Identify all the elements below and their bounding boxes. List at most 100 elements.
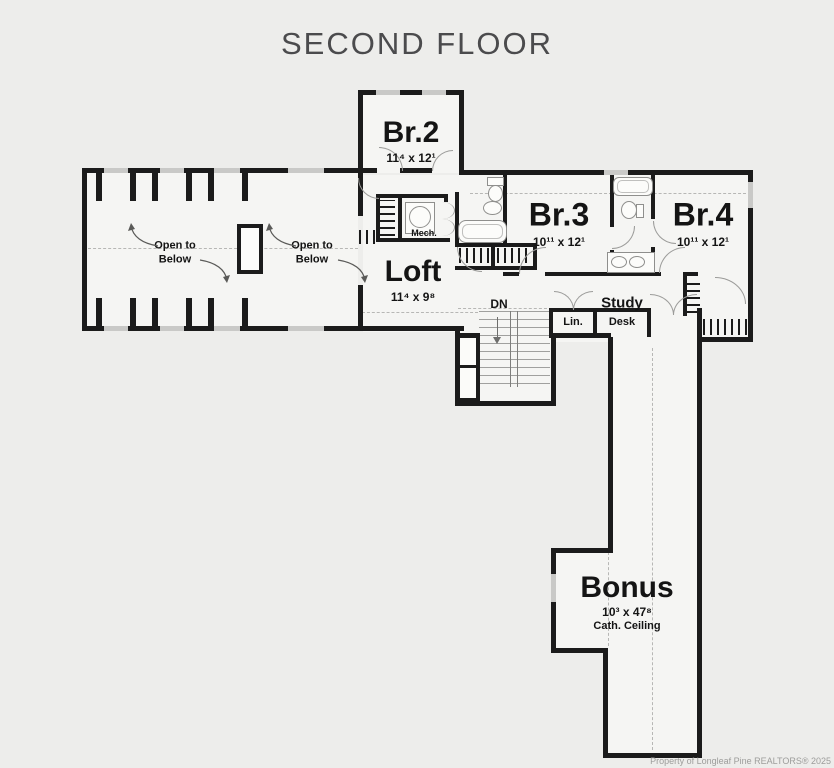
wall-segment: [545, 272, 613, 276]
window-marker: [551, 574, 556, 602]
wall-segment: [363, 168, 377, 173]
window-marker: [422, 90, 446, 95]
room-label-linen: Lin.: [563, 316, 583, 328]
sink: [611, 256, 627, 268]
toilet-bowl: [621, 201, 637, 219]
room-label-desk: Desk: [608, 316, 636, 328]
open-to-below-label-left: Open to Below: [154, 239, 196, 265]
wall-segment: [702, 337, 753, 342]
wall-segment: [455, 266, 537, 270]
wall-segment: [455, 192, 459, 246]
room-label-br4: Br.4: [672, 196, 734, 233]
dashed-line: [470, 193, 746, 194]
wall-segment: [610, 175, 614, 227]
door-arc: [442, 219, 455, 236]
room-dims-loft: 11⁴ x 9⁸: [390, 290, 436, 304]
wall-segment: [610, 272, 655, 276]
bathtub-inner: [617, 180, 649, 193]
dashed-line: [362, 312, 478, 313]
understair-closet-cell: [460, 338, 476, 365]
closet-rod: [359, 230, 375, 244]
sink: [483, 201, 502, 215]
wall-stub: [208, 173, 214, 201]
wall-segment: [549, 308, 553, 337]
wall-stub: [152, 298, 158, 326]
room-dims-br4: 10¹¹ x 12¹: [676, 235, 730, 249]
floor-area-bonus-wide: [556, 551, 697, 651]
wall-segment: [549, 333, 611, 338]
wall-segment: [748, 175, 753, 342]
wall-stub: [186, 173, 192, 201]
wall-segment: [82, 168, 87, 331]
room-label-bonus: Bonus: [580, 571, 674, 604]
room-dims-bonus: 10³ x 47⁸: [602, 605, 652, 619]
wall-stub: [130, 173, 136, 201]
wall-segment: [358, 90, 363, 170]
closet-rod: [703, 319, 747, 335]
bathtub-inner: [462, 224, 503, 239]
wall-segment: [358, 326, 464, 331]
wall-stub: [186, 298, 192, 326]
page-title: SECOND FLOOR: [280, 26, 554, 61]
wall-segment: [455, 243, 537, 247]
wall-segment: [551, 308, 597, 312]
curved-arrow-icon: [128, 223, 159, 247]
curved-arrow-icon: [337, 259, 368, 283]
wall-segment: [603, 648, 608, 758]
wall-segment: [608, 337, 613, 552]
window-marker: [160, 326, 184, 331]
room-label-loft: Loft: [384, 255, 442, 288]
curved-arrow-icon: [266, 223, 297, 247]
room-note-bonus: Cath. Ceiling: [593, 620, 661, 632]
stair-treads: [479, 311, 550, 385]
window-marker: [288, 326, 324, 331]
wall-segment: [358, 285, 363, 331]
room-label-br2: Br.2: [382, 116, 440, 149]
toilet-tank: [636, 204, 644, 218]
floor-area-bonus-corridor: [613, 342, 697, 552]
room-label-br3: Br.3: [528, 196, 590, 233]
stair-stringer: [510, 311, 518, 387]
window-marker: [376, 90, 400, 95]
curved-arrow-icon: [199, 259, 230, 283]
wall-segment: [400, 168, 432, 173]
wall-stub: [242, 298, 248, 326]
wall-segment: [503, 272, 519, 276]
wall-segment: [376, 194, 448, 198]
wall-segment: [697, 308, 702, 758]
window-marker: [604, 170, 628, 175]
wall-segment: [651, 175, 655, 219]
wall-segment: [358, 90, 464, 95]
wall-segment: [655, 272, 661, 276]
understair-closet-cell: [460, 368, 476, 398]
down-arrow-icon: [493, 337, 501, 344]
wall-stub: [96, 173, 102, 201]
stairs-dn-label: DN: [490, 297, 508, 311]
dashed-line: [458, 308, 552, 309]
window-marker: [214, 168, 240, 173]
wall-segment: [603, 753, 702, 758]
watermark: Property of Longleaf Pine REALTORS® 2025: [650, 756, 831, 766]
wall-segment: [459, 90, 464, 175]
door-arc: [442, 202, 455, 219]
wall-segment: [593, 308, 597, 337]
window-marker: [104, 326, 128, 331]
wall-segment: [398, 198, 402, 238]
stair-direction-line: [497, 317, 498, 337]
wall-stub: [152, 173, 158, 201]
wall-segment: [551, 648, 608, 653]
closet-rod: [380, 200, 395, 236]
sink: [629, 256, 645, 268]
wall-segment: [455, 401, 556, 406]
wall-segment: [376, 238, 450, 242]
wall-stub: [130, 298, 136, 326]
wall-segment: [647, 308, 651, 337]
floor-area-study-row: [549, 332, 748, 342]
room-dims-br3: 10¹¹ x 12¹: [532, 235, 586, 249]
room-label-mech: Mech.: [411, 228, 437, 238]
dashed-line: [652, 348, 653, 750]
wall-segment: [551, 337, 556, 406]
wall-stub: [242, 173, 248, 201]
wall-segment: [358, 168, 363, 216]
